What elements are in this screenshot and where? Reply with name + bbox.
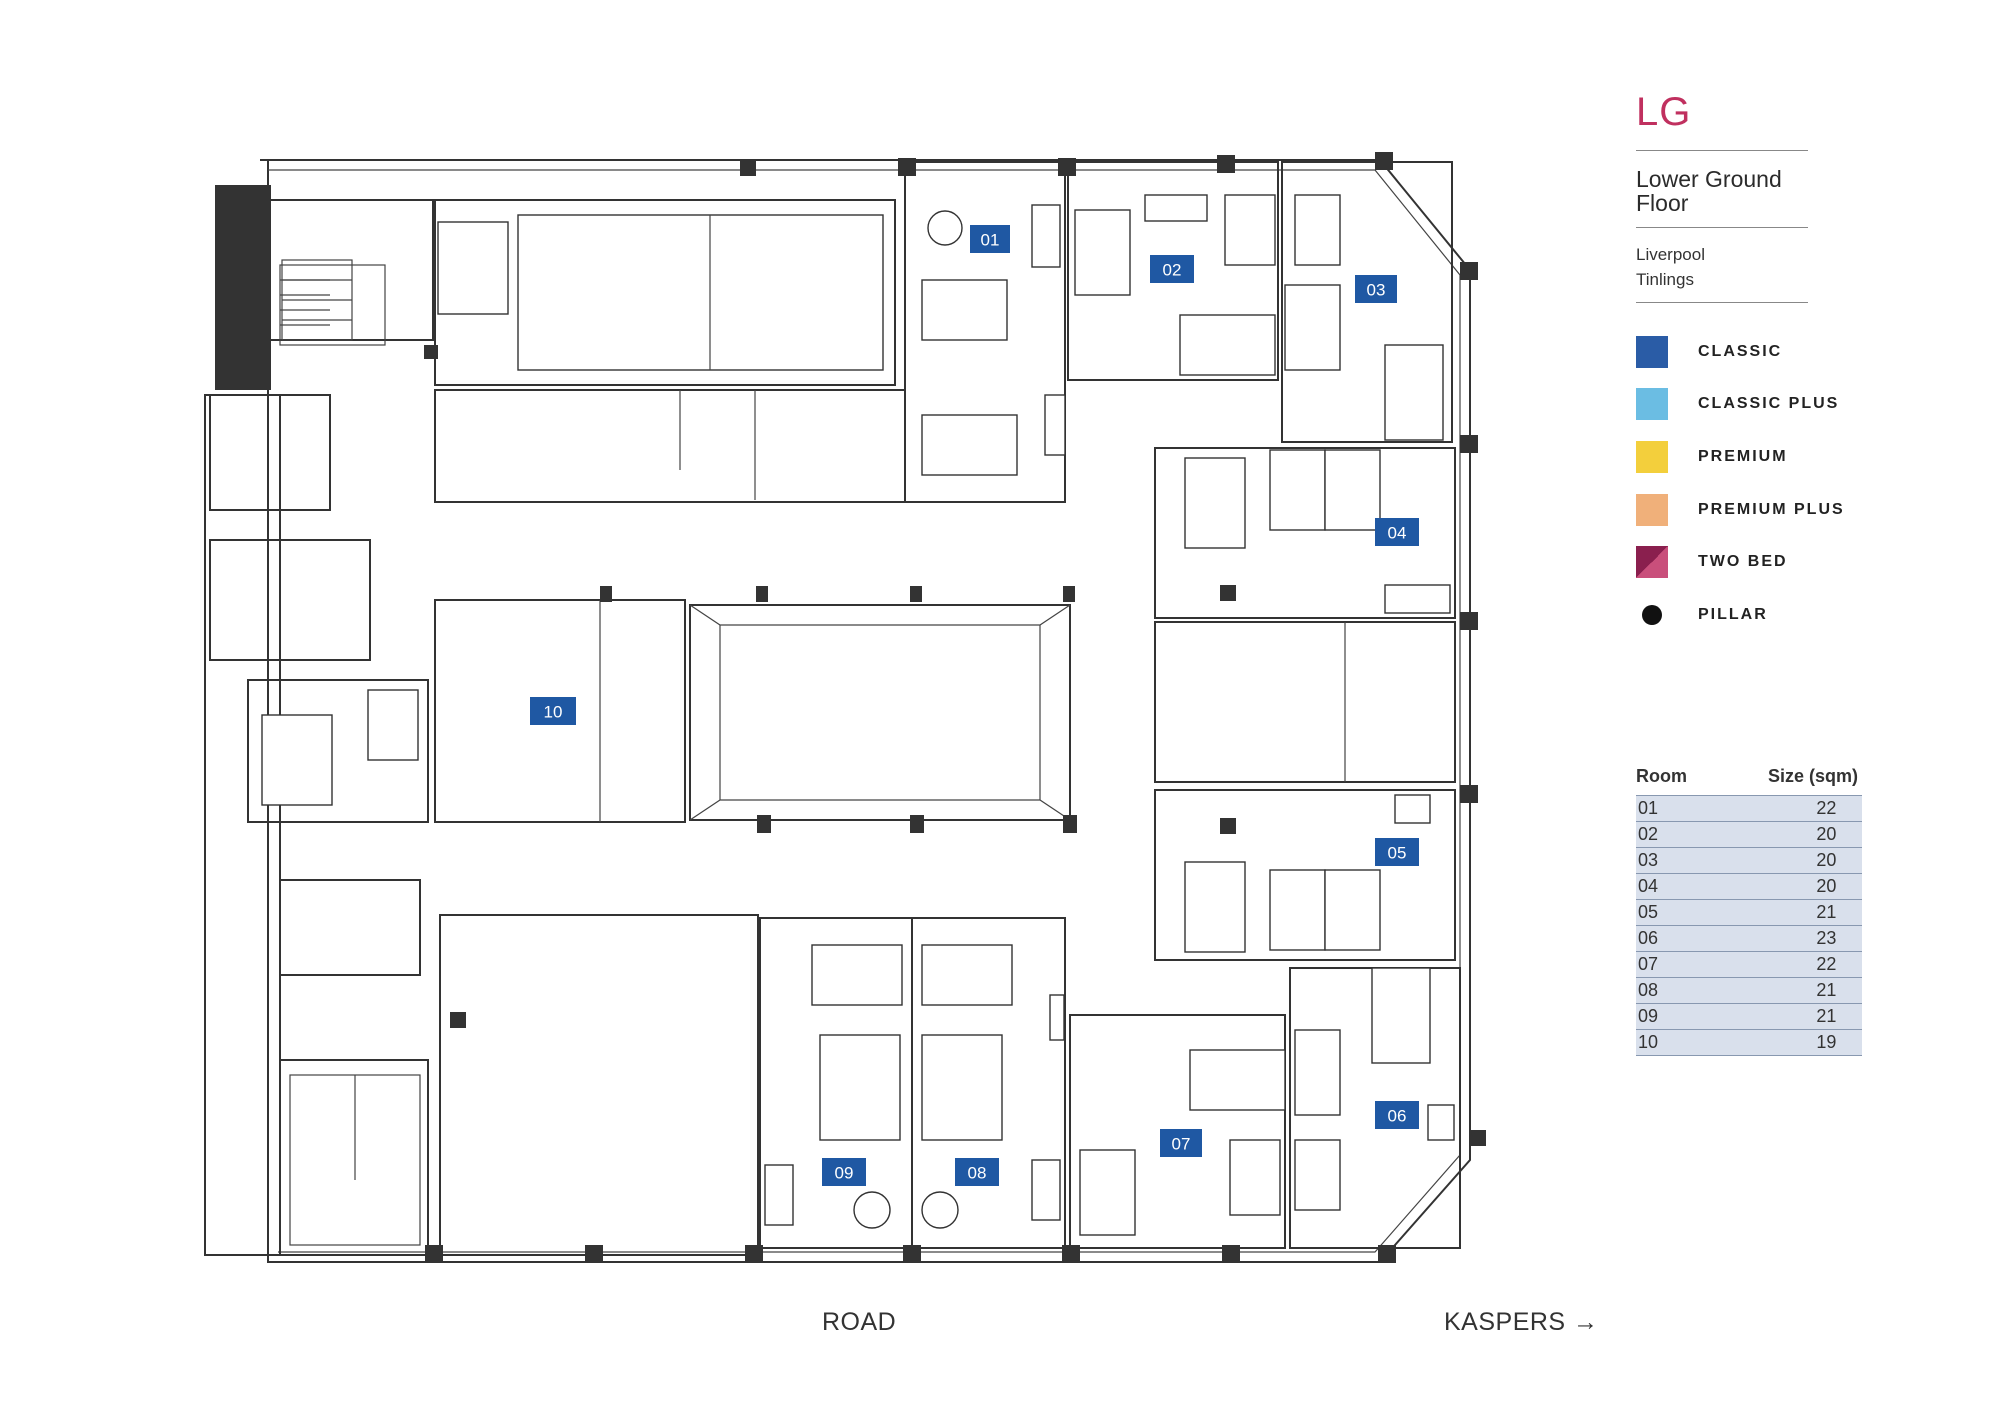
room-number-cell: 06 <box>1636 925 1697 952</box>
building-outline <box>204 159 1471 1263</box>
room-size-cell: 21 <box>1696 899 1862 926</box>
svg-text:06: 06 <box>1388 1107 1407 1126</box>
room-size-cell: 19 <box>1696 1029 1862 1056</box>
legend-label: PREMIUM <box>1698 448 1788 465</box>
interior-walls <box>209 199 1071 1256</box>
legend-label: PILLAR <box>1698 606 1768 623</box>
room-size-cell: 20 <box>1696 847 1862 874</box>
room-size-cell: 20 <box>1696 821 1862 848</box>
room-number-cell: 09 <box>1636 1003 1697 1030</box>
room-tag-01: 01 <box>970 225 1010 253</box>
room-number-cell: 01 <box>1636 795 1697 822</box>
table-header-row: Room Size (sqm) <box>1636 766 1862 796</box>
divider <box>1636 302 1808 303</box>
room-number-cell: 04 <box>1636 873 1697 900</box>
room-tag-03: 03 <box>1355 275 1397 303</box>
legend-item-pillar: PILLAR <box>1636 598 1766 632</box>
legend-item-two-bed: TWO BED <box>1636 545 1786 579</box>
room-tag-08: 08 <box>955 1158 999 1186</box>
room-tag-02: 02 <box>1150 255 1194 283</box>
stairs-lower <box>289 1074 421 1246</box>
floor-name-line2: Floor <box>1636 190 1689 216</box>
room-number-cell: 02 <box>1636 821 1697 848</box>
svg-text:10: 10 <box>544 703 563 722</box>
room-size-cell: 22 <box>1696 951 1862 978</box>
legend-item-classic-plus: CLASSIC PLUS <box>1636 387 1837 421</box>
floor-name-line1: Lower Ground <box>1636 166 1782 192</box>
svg-text:01: 01 <box>981 231 1000 250</box>
floor-name: Lower Ground Floor <box>1636 167 1946 215</box>
location-line2: Tinlings <box>1636 270 1694 289</box>
room-size-cell: 22 <box>1696 795 1862 822</box>
svg-text:07: 07 <box>1172 1135 1191 1154</box>
room-tag-07: 07 <box>1160 1129 1202 1157</box>
legend-list: CLASSIC CLASSIC PLUS PREMIUM PREMIUM PLU… <box>1636 303 1946 625</box>
column-header-size: Size (sqm) <box>1767 766 1858 786</box>
room-number-cell: 03 <box>1636 847 1697 874</box>
legend-label: PREMIUM PLUS <box>1698 501 1845 518</box>
divider <box>1636 150 1808 151</box>
stairs-upper <box>279 264 386 346</box>
legend-panel: LG Lower Ground Floor Liverpool Tinlings… <box>1636 90 1946 625</box>
two-bed-swatch <box>1636 546 1668 578</box>
svg-text:02: 02 <box>1163 261 1182 280</box>
classic-swatch <box>1636 336 1668 368</box>
room-size-cell: 21 <box>1696 977 1862 1004</box>
svg-text:04: 04 <box>1388 524 1407 543</box>
room-tag-06: 06 <box>1375 1101 1419 1129</box>
room-number-cell: 05 <box>1636 899 1697 926</box>
premium-plus-swatch <box>1636 494 1668 526</box>
svg-text:09: 09 <box>835 1164 854 1183</box>
room-number-cell: 08 <box>1636 977 1697 1004</box>
floor-code: LG <box>1636 90 1692 134</box>
room-size-cell: 20 <box>1696 873 1862 900</box>
room-size-cell: 21 <box>1696 1003 1862 1030</box>
legend-item-premium-plus: PREMIUM PLUS <box>1636 493 1843 527</box>
kaspers-label: KASPERS → <box>1444 1308 1599 1336</box>
location-line1: Liverpool <box>1636 245 1705 264</box>
legend-label: CLASSIC <box>1698 343 1783 360</box>
bedroom-units <box>759 161 1461 1249</box>
room-size-cell: 23 <box>1696 925 1862 952</box>
room-tag-10: 10 <box>530 697 576 725</box>
legend-label: TWO BED <box>1698 553 1788 570</box>
svg-text:05: 05 <box>1388 844 1407 863</box>
premium-swatch <box>1636 441 1668 473</box>
pillar-icon <box>1642 605 1662 625</box>
room-number-cell: 07 <box>1636 951 1697 978</box>
room-tags: 01 02 03 04 05 06 07 08 09 10 <box>530 225 1419 1186</box>
road-label: ROAD <box>822 1308 897 1336</box>
column-header-room: Room <box>1636 766 1687 786</box>
svg-text:08: 08 <box>968 1164 987 1183</box>
location: Liverpool Tinlings <box>1636 242 1946 292</box>
room-tag-04: 04 <box>1375 518 1419 546</box>
legend-label: CLASSIC PLUS <box>1698 395 1840 412</box>
legend-item-classic: CLASSIC <box>1636 335 1780 369</box>
classic-plus-swatch <box>1636 388 1668 420</box>
svg-text:03: 03 <box>1367 281 1386 300</box>
legend-item-premium: PREMIUM <box>1636 440 1786 474</box>
room-number-cell: 10 <box>1636 1029 1697 1056</box>
room-tag-09: 09 <box>822 1158 866 1186</box>
divider <box>1636 227 1808 228</box>
room-tag-05: 05 <box>1375 838 1419 866</box>
pillars <box>424 152 1486 1263</box>
